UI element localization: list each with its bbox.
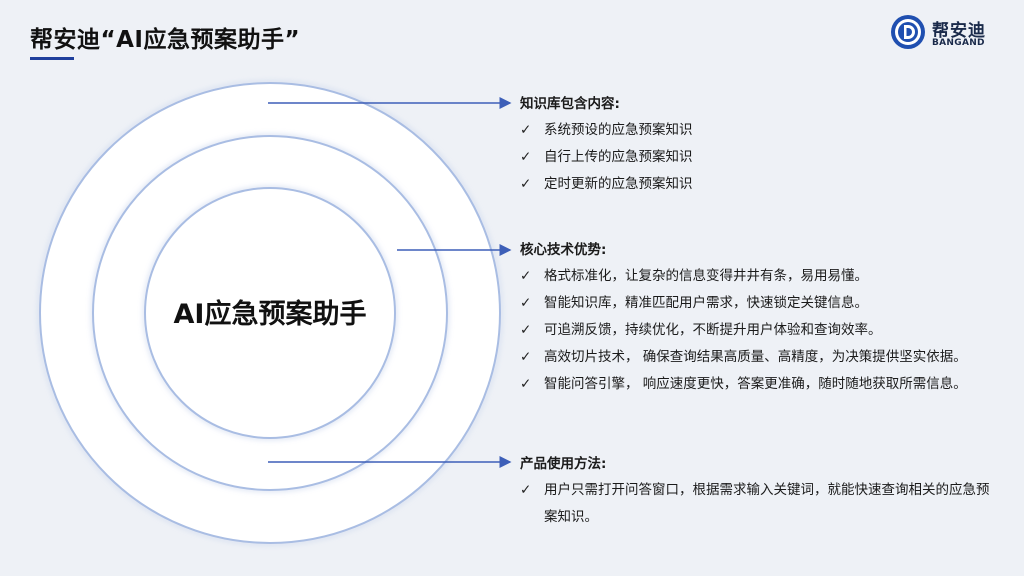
check-icon: ✓ <box>520 149 532 165</box>
check-icon: ✓ <box>520 322 532 338</box>
list-item: ✓定时更新的应急预案知识 <box>520 171 693 198</box>
list-item: ✓用户只需打开问答窗口，根据需求输入关键词，就能快速查询相关的应急预案知识。 <box>520 477 1000 531</box>
check-icon: ✓ <box>520 482 532 498</box>
check-icon: ✓ <box>520 176 532 192</box>
list-item: ✓自行上传的应急预案知识 <box>520 144 693 171</box>
list-item: ✓可追溯反馈，持续优化，不断提升用户体验和查询效率。 <box>520 317 967 344</box>
logo-cn-text: 帮安迪 <box>932 21 986 41</box>
section-knowledge-base: 知识库包含内容: ✓系统预设的应急预案知识 ✓自行上传的应急预案知识 ✓定时更新… <box>520 91 693 198</box>
section-heading: 核心技术优势: <box>520 242 607 258</box>
section-core-advantages: 核心技术优势: ✓格式标准化，让复杂的信息变得井井有条，易用易懂。 ✓智能知识库… <box>520 237 967 398</box>
logo: 帮安迪 BANGAND <box>890 14 1010 54</box>
check-icon: ✓ <box>520 349 532 365</box>
check-icon: ✓ <box>520 122 532 138</box>
check-icon: ✓ <box>520 376 532 392</box>
section-heading: 知识库包含内容: <box>520 96 620 112</box>
page-title: 帮安迪“AI应急预案助手” <box>30 27 301 53</box>
section-usage-method: 产品使用方法: ✓用户只需打开问答窗口，根据需求输入关键词，就能快速查询相关的应… <box>520 451 1000 531</box>
list-item: ✓高效切片技术， 确保查询结果高质量、高精度，为决策提供坚实依据。 <box>520 344 967 371</box>
list-item: ✓智能问答引擎， 响应速度更快，答案更准确，随时随地获取所需信息。 <box>520 371 967 398</box>
list-item: ✓格式标准化，让复杂的信息变得井井有条，易用易懂。 <box>520 263 967 290</box>
title-underline <box>30 57 74 60</box>
inner-ring <box>144 187 396 439</box>
check-icon: ✓ <box>520 295 532 311</box>
list-item: ✓智能知识库，精准匹配用户需求，快速锁定关键信息。 <box>520 290 967 317</box>
center-label: AI应急预案助手 <box>173 299 367 330</box>
section-heading: 产品使用方法: <box>520 456 607 472</box>
logo-mark-icon <box>891 15 925 49</box>
list-item: ✓系统预设的应急预案知识 <box>520 117 693 144</box>
logo-en-text: BANGAND <box>932 38 985 48</box>
check-icon: ✓ <box>520 268 532 284</box>
